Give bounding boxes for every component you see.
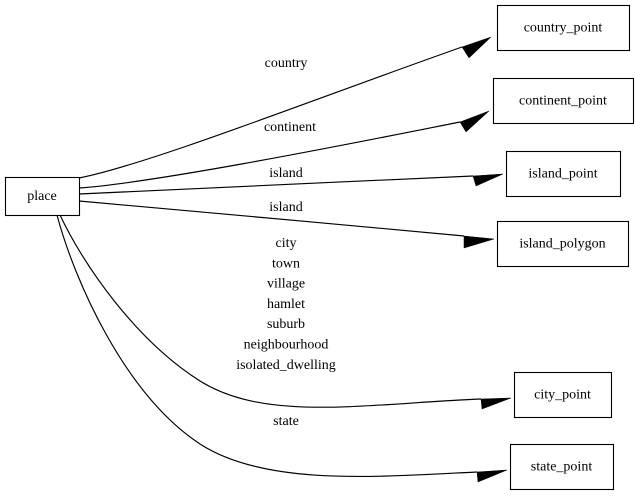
edge-line xyxy=(56,214,478,477)
edge-place-to-state_point xyxy=(56,214,508,483)
edge-label-place-island_polygon: island xyxy=(269,200,302,215)
arrowhead-icon xyxy=(461,36,492,59)
node-island_point[interactable]: island_point xyxy=(505,150,622,198)
edge-place-to-country_point xyxy=(78,36,492,179)
arrowhead-icon xyxy=(476,469,508,483)
node-label: island_point xyxy=(528,167,597,182)
edge-place-to-island_point xyxy=(78,173,504,195)
node-box xyxy=(509,443,615,491)
node-box xyxy=(492,77,635,125)
node-country_point[interactable]: country_point xyxy=(496,4,631,52)
node-label: place xyxy=(27,189,57,204)
node-island_polygon[interactable]: island_polygon xyxy=(496,220,630,268)
edge-label-line: isolated_dwelling xyxy=(236,358,336,373)
nodes-layer: place country_point continent_point island_… xyxy=(4,4,635,491)
edge-place-to-continent_point xyxy=(78,110,490,189)
arrowhead-icon xyxy=(480,397,512,410)
node-label: state_point xyxy=(531,460,593,475)
arrowhead-icon xyxy=(459,110,490,133)
node-continent_point[interactable]: continent_point xyxy=(492,77,635,125)
edge-label-place-country_point: country xyxy=(265,56,308,71)
edge-label-place-island_point: island xyxy=(269,166,302,181)
edge-label-line: island xyxy=(269,200,302,215)
edges-layer xyxy=(56,36,512,483)
edge-label-line: continent xyxy=(264,120,316,135)
node-box xyxy=(4,176,81,217)
node-box xyxy=(513,371,613,419)
node-place[interactable]: place xyxy=(4,176,81,217)
edge-line xyxy=(78,46,463,179)
edge-labels-layer: country continent island island city town vill… xyxy=(236,56,336,429)
edge-label-line: neighbourhood xyxy=(244,338,329,353)
node-box xyxy=(505,150,622,198)
node-box xyxy=(496,220,630,268)
edge-place-to-island_polygon xyxy=(78,200,495,249)
edge-label-place-city_point: city town village hamlet suburb neighbourhood… xyxy=(236,236,336,373)
node-box xyxy=(496,4,631,52)
edge-line xyxy=(78,200,465,237)
edge-line xyxy=(78,121,461,189)
edge-line xyxy=(78,175,474,195)
edge-label-line: city xyxy=(276,236,297,251)
node-label: island_polygon xyxy=(519,237,605,252)
node-state_point[interactable]: state_point xyxy=(509,443,615,491)
arrowhead-icon xyxy=(463,235,495,249)
node-label: city_point xyxy=(534,388,591,403)
edge-label-line: state xyxy=(273,414,299,429)
node-label: country_point xyxy=(524,21,603,36)
edge-label-line: village xyxy=(267,277,305,292)
edge-line xyxy=(59,214,482,408)
edge-label-line: hamlet xyxy=(267,297,305,312)
edge-label-place-continent_point: continent xyxy=(264,120,316,135)
edge-label-line: country xyxy=(265,56,308,71)
node-label: continent_point xyxy=(519,94,607,109)
edge-label-line: town xyxy=(272,256,300,271)
edge-label-line: suburb xyxy=(267,317,305,332)
edge-label-place-state_point: state xyxy=(273,414,299,429)
node-city_point[interactable]: city_point xyxy=(513,371,613,419)
edge-label-line: island xyxy=(269,166,302,181)
arrowhead-icon xyxy=(472,173,504,187)
edge-place-to-city_point xyxy=(59,214,512,410)
